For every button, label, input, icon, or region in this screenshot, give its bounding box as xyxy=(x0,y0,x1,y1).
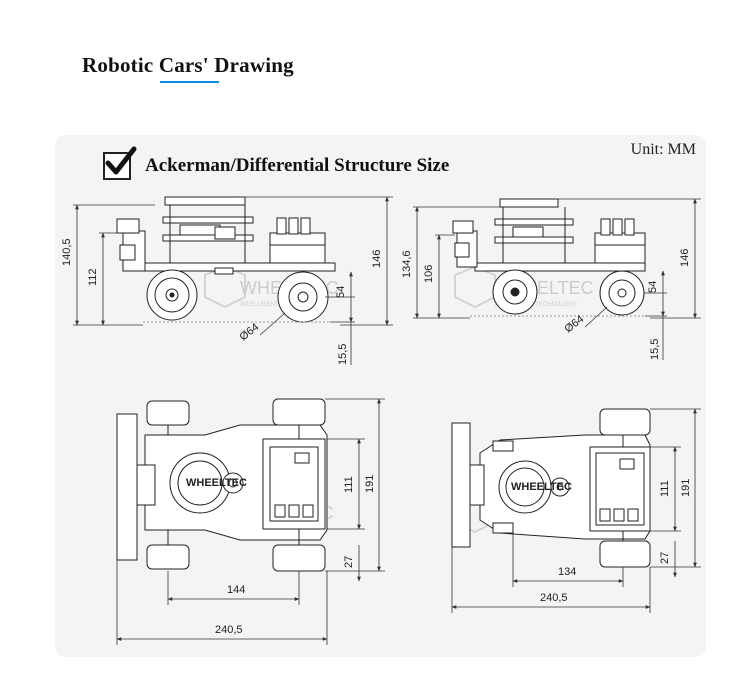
unit-label: Unit: MM xyxy=(630,141,696,158)
dim-right-height: 146 xyxy=(679,249,691,267)
side-view-ackerman xyxy=(116,196,336,323)
dim-overall-length: 240,5 xyxy=(540,592,568,604)
dim-overall-height: 134,6 xyxy=(401,250,413,278)
dim-overall-width: 191 xyxy=(364,475,376,493)
technical-drawing: WHEELTEC INTELLIGENT TECHNOLOGY WHEELTEC… xyxy=(61,196,701,645)
dim-overall-width: 191 xyxy=(680,479,692,497)
side-view-differential xyxy=(452,198,646,317)
dim-overall-height: 140,5 xyxy=(61,238,73,266)
dim-right-height: 146 xyxy=(371,250,383,268)
dim-inner-width: 111 xyxy=(343,476,355,493)
dim-ground-clearance: 15,5 xyxy=(649,339,661,360)
dim-ground-clearance: 15,5 xyxy=(337,344,349,365)
dim-overall-length: 240,5 xyxy=(215,624,243,636)
dim-wheelbase: 134 xyxy=(558,566,576,578)
dim-body-height: 112 xyxy=(87,268,99,286)
structure-heading: Ackerman/Differential Structure Size xyxy=(145,155,450,176)
top-view-ackerman: WHEELTEC xyxy=(116,398,328,572)
checkbox xyxy=(103,146,137,180)
top-view-ackerman-dims xyxy=(116,398,385,645)
lidar-label: WHEELTEC xyxy=(511,481,572,493)
dim-wheel-width: 27 xyxy=(343,556,355,568)
dim-wheel-center: 54 xyxy=(335,286,347,298)
side-view-ackerman-dims xyxy=(73,196,393,365)
top-view-differential-dims xyxy=(451,408,701,613)
title-underline xyxy=(160,81,219,83)
dim-wheel-width: 27 xyxy=(659,552,671,564)
lidar-label: WHEELTEC xyxy=(186,477,247,489)
dim-inner-width: 111 xyxy=(659,480,671,497)
side-view-differential-dims xyxy=(413,198,701,360)
dim-body-height: 106 xyxy=(423,265,435,283)
page-title: Robotic Cars' Drawing xyxy=(82,53,294,77)
drawing-card: WHEELTEC INTELLIGENT TECHNOLOGY WHEELTEC… xyxy=(55,135,706,657)
top-view-differential: WHEELTEC xyxy=(451,408,651,568)
check-icon xyxy=(105,146,137,175)
dim-wheel-diameter: Ø64 xyxy=(237,321,261,343)
watermark-tagline: INTELLIGENT TECHNOLOGY xyxy=(495,302,577,308)
dim-wheel-center: 54 xyxy=(647,281,659,293)
dim-wheelbase: 144 xyxy=(227,584,245,596)
